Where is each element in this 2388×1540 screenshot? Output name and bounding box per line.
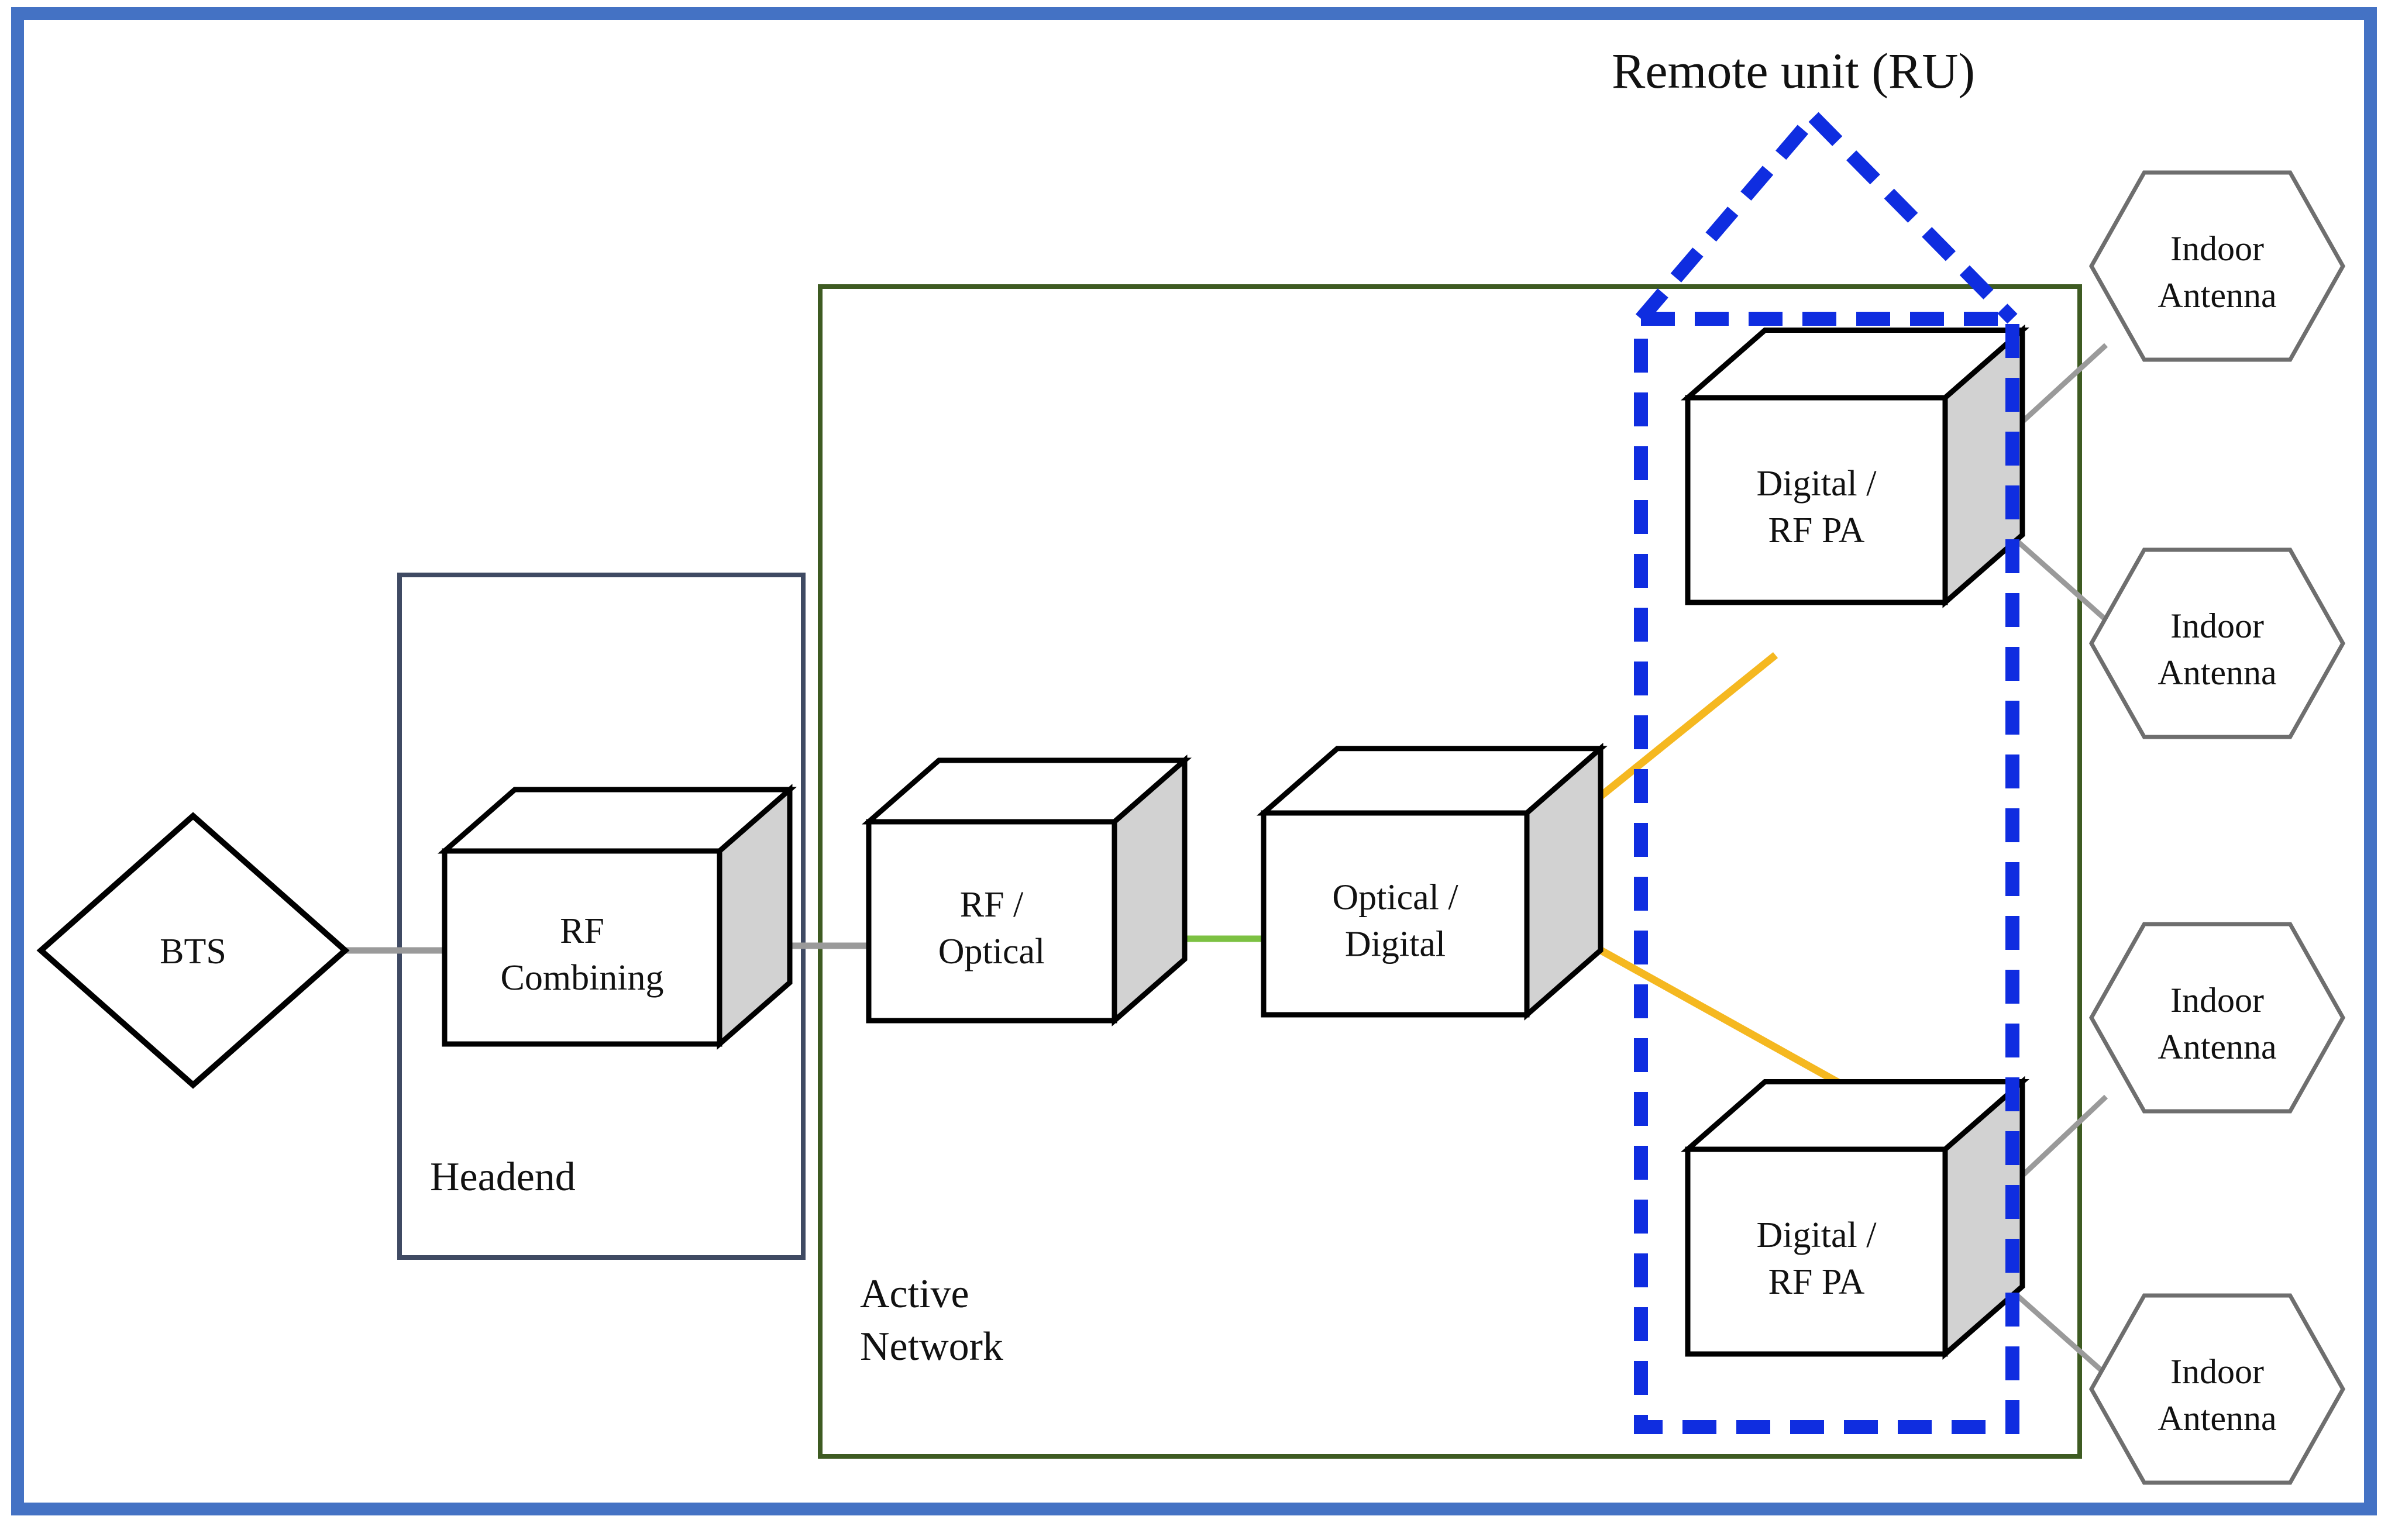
node-label-digital-rfpa-bottom-line2: RF PA bbox=[1768, 1262, 1865, 1302]
node-label-antenna-1-line1: Indoor bbox=[2170, 229, 2264, 268]
node-label-bts: BTS bbox=[160, 932, 226, 971]
node-label-antenna-3-line2: Antenna bbox=[2158, 1028, 2276, 1066]
node-label-digital-rfpa-bottom-line1: Digital / bbox=[1757, 1215, 1877, 1255]
group-label-headend: Headend bbox=[430, 1155, 576, 1200]
remote-unit-pointer-right bbox=[1808, 112, 2018, 324]
cube-face-digital-rfpa-bottom bbox=[1685, 1146, 1948, 1357]
diamond-shape-bts bbox=[36, 812, 350, 1089]
node-label-antenna-4-line1: Indoor bbox=[2170, 1352, 2264, 1391]
hexagon-shape-antenna-2 bbox=[2088, 547, 2346, 739]
node-label-antenna-3-line1: Indoor bbox=[2170, 981, 2264, 1019]
node-label-optical-digital-line1: Optical / bbox=[1332, 878, 1458, 918]
node-label-antenna-1-line2: Antenna bbox=[2158, 276, 2276, 315]
remote-unit-dashed-box bbox=[1634, 312, 2019, 1434]
cube-face-optical-digital bbox=[1261, 810, 1530, 1018]
group-box-headend bbox=[397, 573, 806, 1260]
remote-unit-label: Remote unit (RU) bbox=[1612, 43, 1975, 99]
hexagon-shape-antenna-1 bbox=[2088, 170, 2346, 362]
remote-unit-pointer-left bbox=[1635, 112, 1819, 323]
node-rf-optical: RF / Optical bbox=[862, 755, 1192, 1026]
node-label-optical-digital-line2: Digital bbox=[1345, 925, 1446, 964]
node-label-rf-combining-line2: Combining bbox=[500, 958, 663, 998]
group-label-active-network-line2: Network bbox=[860, 1324, 1003, 1369]
node-label-antenna-4-line2: Antenna bbox=[2158, 1399, 2276, 1438]
node-label-digital-rfpa-top-line2: RF PA bbox=[1768, 511, 1865, 550]
cube-face-rf-optical bbox=[866, 819, 1117, 1024]
cube-face-digital-rfpa-top bbox=[1685, 395, 1948, 605]
hexagon-shape-antenna-4 bbox=[2088, 1293, 2346, 1485]
cube-face-rf-combining bbox=[442, 848, 722, 1047]
node-rf-combining: RF Combining bbox=[438, 784, 797, 1050]
node-digital-rfpa-top: Digital / RF PA bbox=[1681, 324, 2029, 608]
node-label-antenna-2-line2: Antenna bbox=[2158, 653, 2276, 692]
node-label-rf-optical-line2: Optical bbox=[938, 932, 1045, 971]
node-label-antenna-2-line1: Indoor bbox=[2170, 607, 2264, 645]
group-label-active-network: Active bbox=[860, 1272, 969, 1317]
node-optical-digital: Optical / Digital bbox=[1257, 742, 1608, 1021]
node-digital-rfpa-bottom: Digital / RF PA bbox=[1681, 1076, 2029, 1360]
hexagon-shape-antenna-3 bbox=[2088, 922, 2346, 1114]
node-label-rf-combining-line1: RF bbox=[560, 911, 604, 951]
node-bts: BTS bbox=[36, 812, 350, 1089]
node-label-rf-optical-line1: RF / bbox=[960, 885, 1024, 925]
outer-frame bbox=[11, 7, 2377, 1515]
group-box-active-network bbox=[818, 284, 2082, 1459]
node-label-digital-rfpa-top-line1: Digital / bbox=[1757, 464, 1877, 504]
